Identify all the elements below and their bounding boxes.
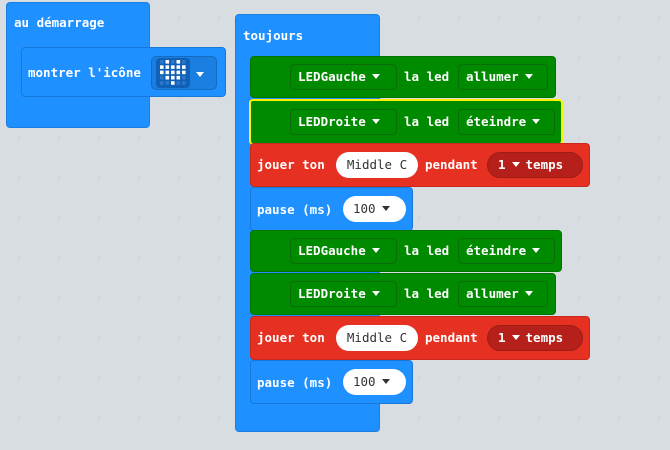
heart-led	[165, 81, 170, 85]
heart-led	[176, 65, 181, 69]
led-label: la led	[404, 243, 450, 258]
heart-led	[160, 60, 164, 64]
heart-led	[165, 65, 170, 69]
chevron-down-icon	[511, 335, 520, 340]
heart-led	[171, 75, 175, 80]
heart-led	[176, 70, 181, 75]
heart-led	[182, 60, 186, 64]
play-tone-label: jouer ton	[257, 157, 325, 172]
heart-led	[176, 81, 181, 85]
chevron-down-icon	[371, 291, 380, 296]
led-state-dropdown[interactable]: allumer	[458, 281, 548, 307]
chevron-down-icon	[371, 74, 380, 79]
chevron-down-icon	[196, 72, 204, 77]
led-label: la led	[404, 286, 450, 301]
forever-label: toujours	[243, 28, 304, 43]
heart-led	[182, 70, 186, 75]
heart-led	[182, 81, 186, 85]
heart-led	[176, 60, 181, 64]
heart-led	[176, 75, 181, 80]
chevron-down-icon	[532, 119, 541, 124]
led-state-dropdown[interactable]: éteindre	[458, 109, 555, 135]
led-label: la led	[404, 69, 450, 84]
heart-led	[160, 75, 164, 80]
variable-dropdown[interactable]: LEDGauche	[290, 64, 397, 90]
led-state-dropdown[interactable]: allumer	[458, 64, 548, 90]
for-label: pendant	[425, 157, 478, 172]
heart-led	[182, 65, 186, 69]
heart-led	[160, 70, 164, 75]
for-label: pendant	[425, 330, 478, 345]
variable-dropdown[interactable]: LEDDroite	[290, 109, 397, 135]
chevron-down-icon	[371, 248, 380, 253]
heart-led	[171, 65, 175, 69]
pause-value-dropdown[interactable]: 100	[343, 196, 406, 222]
heart-led	[165, 75, 170, 80]
icon-dropdown[interactable]	[151, 56, 217, 90]
chevron-down-icon	[381, 379, 390, 384]
heart-led	[160, 81, 164, 85]
heart-icon	[156, 58, 190, 88]
chevron-down-icon	[532, 248, 541, 253]
chevron-down-icon	[511, 162, 520, 167]
heart-led	[165, 60, 170, 64]
variable-dropdown[interactable]: LEDDroite	[290, 281, 397, 307]
heart-led	[171, 70, 175, 75]
show-icon-label: montrer l'icône	[28, 65, 141, 80]
variable-dropdown[interactable]: LEDGauche	[290, 238, 397, 264]
note-field[interactable]: Middle C	[336, 152, 418, 178]
chevron-down-icon	[524, 74, 533, 79]
heart-led	[165, 70, 170, 75]
chevron-down-icon	[524, 291, 533, 296]
led-label: la led	[404, 114, 450, 129]
pause-label: pause (ms)	[257, 375, 333, 390]
on-start-label: au démarrage	[14, 15, 105, 30]
heart-led	[171, 60, 175, 64]
pause-label: pause (ms)	[257, 202, 333, 217]
chevron-down-icon	[371, 119, 380, 124]
led-state-dropdown[interactable]: éteindre	[458, 238, 555, 264]
heart-led	[182, 75, 186, 80]
play-tone-label: jouer ton	[257, 330, 325, 345]
note-field[interactable]: Middle C	[336, 325, 418, 351]
pause-value-dropdown[interactable]: 100	[343, 369, 406, 395]
heart-led	[171, 81, 175, 85]
heart-led	[160, 65, 164, 69]
chevron-down-icon	[381, 206, 390, 211]
